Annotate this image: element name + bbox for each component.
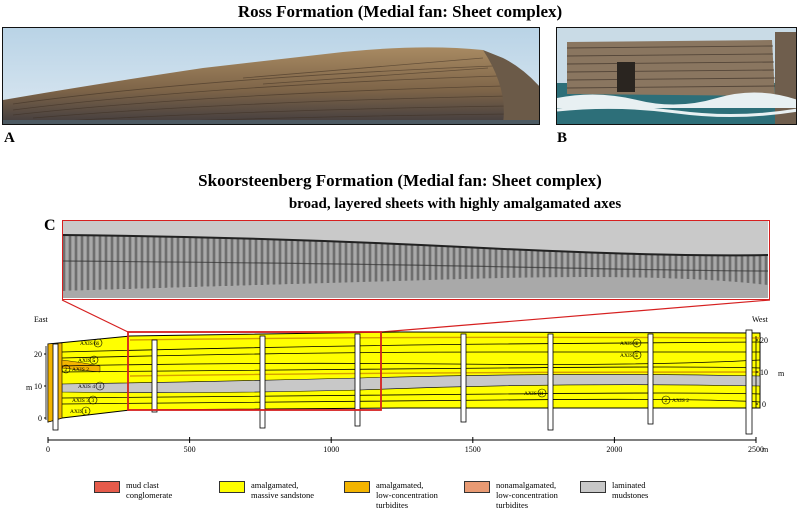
cliff-photo-a — [3, 28, 539, 124]
y-tick-label: 20 — [34, 350, 42, 359]
axis-markers-right: AXIS 6 6 AXIS 5 5 AXIS 4 4 2 AXIS 2 — [524, 338, 689, 405]
y-tick-label: 0 — [762, 400, 766, 409]
legend-line: low-concentration — [496, 490, 558, 500]
x-tick-label: 500 — [184, 445, 196, 454]
panel-label-c: C — [44, 217, 56, 234]
axis-markers-left: AXIS 1 1 AXIS 2 2 AXIS 3 3 AXIS 4 4 AXIS… — [61, 338, 105, 416]
east-label: East — [34, 315, 49, 324]
axis-number: 5 — [636, 353, 639, 359]
x-tick-label: 2000 — [606, 445, 622, 454]
legend-text: laminated mudstones — [612, 480, 648, 500]
x-unit-label: m — [762, 445, 769, 454]
axis-number: 1 — [85, 409, 88, 415]
legend-line: laminated — [612, 480, 646, 490]
axis-number: 6 — [636, 341, 639, 347]
axis-label: AXIS 1 — [70, 409, 87, 415]
legend-swatch — [464, 481, 490, 493]
y-axis-right: 20 10 0 m — [755, 336, 785, 409]
y-unit-label: m — [26, 383, 33, 392]
zoom-connector-left — [61, 300, 129, 333]
panel-label-b: B — [557, 130, 568, 146]
y-tick-label: 0 — [38, 414, 42, 423]
outcrop-photo-c — [63, 221, 769, 298]
axis-number: 4 — [99, 384, 102, 390]
cross-section: AXIS 1 1 AXIS 2 2 AXIS 3 3 AXIS 4 4 AXIS… — [26, 300, 785, 454]
axis-number: 5 — [93, 358, 96, 364]
legend-line: turbidites — [376, 500, 409, 510]
zoom-connector-right — [380, 300, 771, 333]
legend-swatch — [94, 481, 120, 493]
axis-number: 2 — [665, 398, 668, 404]
section-columns — [52, 329, 753, 435]
axis-label: AXIS 5 — [78, 358, 95, 364]
legend-text: nonamalgamated, low-concentration turbid… — [496, 480, 558, 510]
axis-label: AXIS 5 — [620, 353, 637, 359]
legend-line: mudstones — [612, 490, 649, 500]
axis-label: AXIS 4 — [524, 391, 541, 397]
y-tick-label: 10 — [760, 368, 768, 377]
legend-swatch — [344, 481, 370, 493]
legend-line: turbidites — [496, 500, 529, 510]
axis-number: 4 — [541, 391, 544, 397]
top-title: Ross Formation (Medial fan: Sheet comple… — [237, 2, 563, 21]
x-tick-label: 2500 — [748, 445, 764, 454]
photo-ross-cliff-a — [2, 27, 540, 125]
y-unit-label: m — [778, 369, 785, 378]
panel-label-a: A — [4, 130, 15, 146]
legend-line: low-concentration — [376, 490, 438, 500]
legend-text: amalgamated, massive sandstone — [251, 480, 314, 500]
axis-label: AXIS 3 — [72, 398, 89, 404]
legend-line: mud clast — [126, 480, 159, 490]
legend-text: amalgamated, low-concentration turbidite… — [376, 480, 438, 510]
y-tick-label: 10 — [34, 382, 42, 391]
mid-title: Skoorsteenberg Formation (Medial fan: Sh… — [198, 171, 602, 190]
zoom-box — [127, 331, 382, 411]
x-axis: 0 500 1000 1500 2000 2500 m — [46, 437, 769, 454]
axis-number: 6 — [97, 341, 100, 347]
y-tick-label: 20 — [760, 336, 768, 345]
cliff-photo-b — [557, 28, 796, 124]
legend-swatch — [219, 481, 245, 493]
x-tick-label: 0 — [46, 445, 50, 454]
mid-subtitle: broad, layered sheets with highly amalga… — [288, 196, 622, 212]
legend-line: nonamalgamated, — [496, 480, 557, 490]
bedding-lines — [61, 341, 761, 405]
axis-label: AXIS 2 — [72, 367, 89, 373]
photo-skoorsteenberg-c — [62, 220, 770, 300]
axis-label: AXIS 6 — [620, 341, 637, 347]
photo-ross-cliff-b — [556, 27, 797, 125]
orange-beds — [129, 336, 761, 377]
legend-swatch — [580, 481, 606, 493]
mudstone-band — [61, 374, 761, 393]
west-label: West — [752, 315, 769, 324]
legend-text: mud clast conglomerate — [126, 480, 172, 500]
x-tick-label: 1500 — [465, 445, 481, 454]
axis-label: AXIS 6 — [80, 341, 97, 347]
legend-line: massive sandstone — [251, 490, 315, 500]
y-axis-left: 20 10 0 m — [26, 346, 47, 423]
axis-label: AXIS 2 — [672, 398, 689, 404]
axis-label: AXIS 4 — [78, 384, 95, 390]
legend-line: amalgamated, — [376, 480, 424, 490]
x-tick-label: 1000 — [323, 445, 339, 454]
legend-line: conglomerate — [126, 490, 173, 500]
axis-number: 2 — [65, 367, 68, 373]
axis-number: 3 — [92, 398, 95, 404]
legend-line: amalgamated, — [251, 480, 299, 490]
